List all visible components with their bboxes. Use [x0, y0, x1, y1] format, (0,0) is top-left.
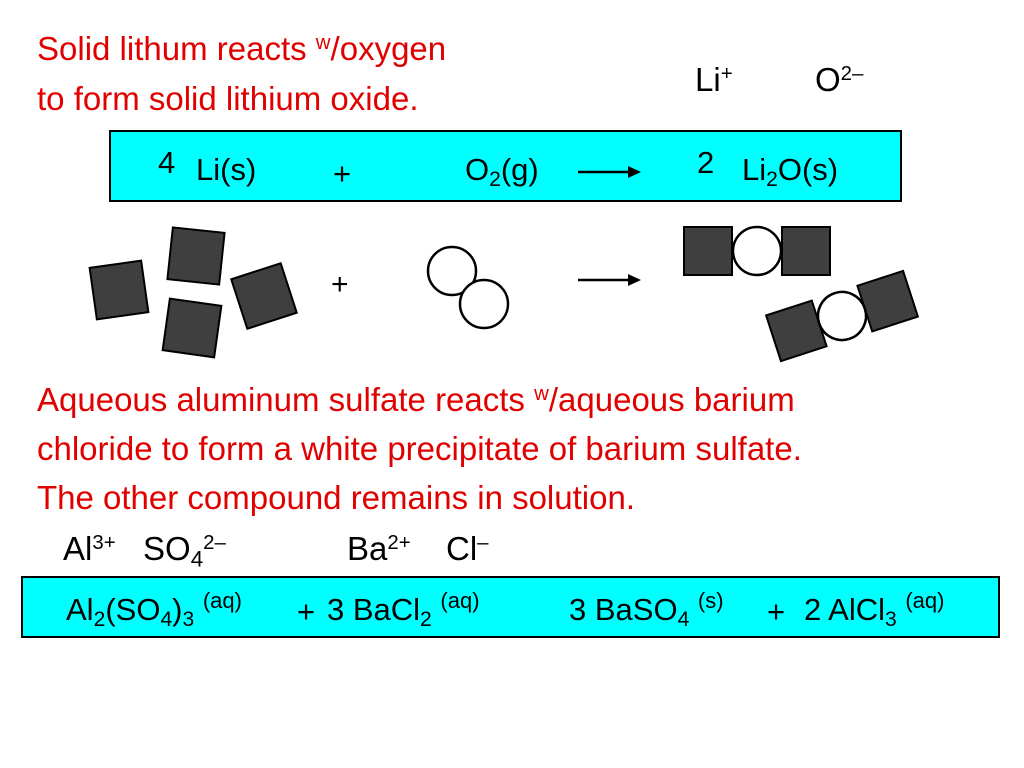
ion-ba: Ba2+: [347, 530, 411, 567]
li-atom-square-2: [166, 226, 226, 286]
intro2-line-2: chloride to form a white precipitate of …: [37, 430, 802, 467]
plus-sign-eq2-1: +: [297, 594, 316, 629]
intro-text-lithium: Solid lithum reacts w/oxygen to form sol…: [37, 24, 446, 123]
state-s: (s): [697, 587, 724, 613]
reaction-arrow-diagram: [578, 274, 641, 286]
reaction-arrow-eq1: [578, 166, 641, 178]
equation-box-aluminum: [21, 576, 1000, 638]
li-atom-square-4: [161, 297, 223, 359]
plus-sign-eq2-2: +: [767, 594, 786, 629]
intro-line-1-post: /oxygen: [330, 30, 447, 67]
reactant-al2so43: Al2(SO4)3 (aq): [66, 587, 242, 631]
intro-line-1: Solid lithum reacts w/oxygen: [37, 24, 446, 74]
intro-text-aluminum: Aqueous aluminum sulfate reacts w/aqueou…: [37, 375, 802, 522]
ion-cl: Cl–: [446, 530, 489, 567]
li2o-o-circle-1: [731, 225, 783, 277]
equation-box-lithium: [109, 130, 902, 202]
ion-so4: SO42–: [143, 530, 226, 572]
o-atom-circle-2: [458, 278, 510, 330]
li2o-li-square-2a: [764, 299, 828, 363]
state-aq-3: (aq): [905, 587, 945, 613]
product-li2o: Li2O(s): [742, 152, 839, 191]
reactant-o2: O2(g): [465, 152, 539, 191]
product-alcl3: 2 AlCl3 (aq): [804, 587, 945, 631]
intro-line-2: to form solid lithium oxide.: [37, 79, 419, 117]
plus-sign-eq1: +: [333, 156, 352, 191]
with-abbrev: w: [315, 30, 331, 54]
li-atom-square-1: [88, 259, 150, 321]
intro2-line-3: The other compound remains in solution.: [37, 479, 635, 516]
coefficient-li2o: 2: [697, 145, 715, 180]
reactant-bacl2: 3 BaCl2 (aq): [327, 587, 480, 631]
coefficient-li: 4: [158, 145, 176, 180]
li2o-li-square-1a: [683, 226, 733, 276]
plus-sign-diagram: +: [331, 268, 349, 301]
li-atom-square-3: [229, 261, 299, 331]
with-abbrev-2: w: [534, 381, 549, 405]
state-aq-2: (aq): [440, 587, 480, 613]
li2o-molecule-2: [764, 269, 920, 363]
reactant-li: Li(s): [196, 152, 257, 187]
li2o-li-square-2b: [856, 269, 920, 333]
o-atom-circle-1: [426, 245, 478, 297]
ion-al: Al3+: [63, 530, 116, 567]
li2o-li-square-1b: [781, 226, 831, 276]
ion-li: Li+: [695, 61, 733, 98]
ion-o: O2–: [815, 61, 864, 98]
intro-line-1-pre: Solid lithum reacts: [37, 30, 316, 67]
li2o-o-circle-2: [816, 290, 868, 342]
state-aq-1: (aq): [202, 587, 242, 613]
intro2-line-1: Aqueous aluminum sulfate reacts w/aqueou…: [37, 381, 795, 418]
product-baso4: 3 BaSO4 (s): [569, 587, 724, 631]
